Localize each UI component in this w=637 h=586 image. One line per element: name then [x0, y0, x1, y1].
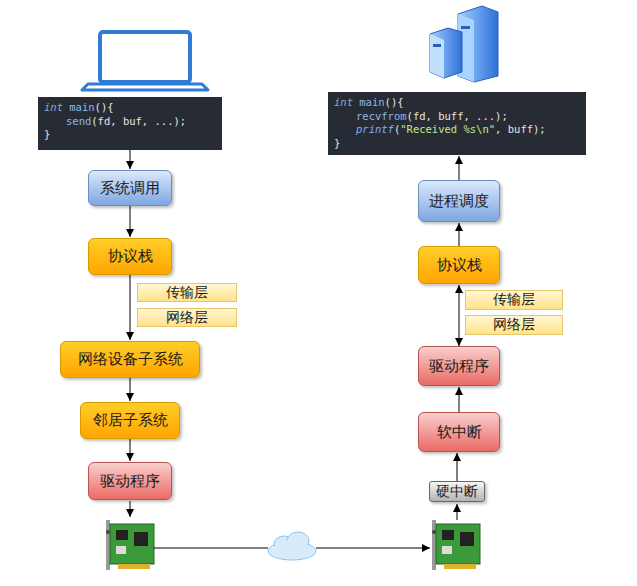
box-label: 驱动程序	[429, 357, 489, 376]
server-icon	[430, 28, 462, 78]
code-line: recvfrom(fd, buff, ...);	[334, 110, 580, 124]
layer-label: 网络层	[465, 315, 563, 335]
network-card-icon	[442, 546, 452, 554]
process-box: 网络设备子系统	[60, 341, 200, 378]
server-icon	[430, 6, 498, 82]
box-label: 网络层	[493, 316, 535, 334]
wire	[457, 504, 458, 520]
network-card-icon	[432, 520, 436, 570]
code-line: int main(){	[334, 96, 580, 110]
code-line: }	[334, 137, 580, 151]
code-line: }	[44, 128, 216, 142]
code-line: send(fd, buf, ...);	[44, 115, 216, 129]
box-label: 进程调度	[429, 192, 489, 211]
network-card-icon	[134, 532, 148, 546]
process-box: 驱动程序	[88, 462, 172, 500]
box-label: 邻居子系统	[93, 411, 168, 430]
cloud-icon	[268, 532, 316, 560]
code-line: int main(){	[44, 101, 216, 115]
laptop-icon	[82, 32, 208, 90]
connector-arrow	[130, 439, 131, 461]
server-icon	[430, 34, 444, 78]
network-card-icon	[442, 530, 454, 540]
box-label: 网络设备子系统	[78, 350, 183, 369]
network-card-icon	[106, 520, 110, 570]
laptop-icon	[82, 84, 208, 90]
network-card-icon	[444, 564, 476, 569]
connector-arrow	[457, 453, 458, 481]
connector-arrow	[130, 206, 131, 237]
wire	[130, 501, 131, 517]
box-label: 传输层	[166, 284, 208, 302]
box-label: 软中断	[437, 423, 482, 442]
wire	[154, 548, 268, 549]
box-label: 协议栈	[437, 256, 482, 275]
process-box: 进程调度	[418, 180, 500, 222]
code-line: printf("Received %s\n", buff);	[334, 123, 580, 137]
box-label: 网络层	[166, 309, 208, 327]
connector-arrow	[130, 275, 131, 340]
laptop-icon	[100, 32, 190, 82]
connector-arrow	[459, 387, 460, 412]
network-card-icon	[106, 520, 154, 570]
process-box: 系统调用	[88, 170, 172, 206]
connector-arrow	[459, 223, 460, 246]
code-block: int main(){recvfrom(fd, buff, ...);print…	[328, 92, 586, 155]
layer-label: 传输层	[137, 283, 237, 302]
network-card-icon	[116, 530, 128, 540]
process-box: 软中断	[418, 412, 500, 452]
connector-arrow	[459, 156, 460, 180]
wire	[316, 548, 430, 549]
process-box: 邻居子系统	[80, 402, 180, 439]
box-label: 驱动程序	[100, 472, 160, 491]
network-card-icon	[118, 564, 150, 569]
connector-arrow	[459, 285, 460, 346]
network-card-icon	[436, 524, 480, 564]
box-label: 传输层	[493, 291, 535, 309]
layer-label: 传输层	[465, 290, 563, 310]
network-card-icon	[116, 546, 126, 554]
box-label: 硬中断	[436, 483, 478, 501]
server-icon	[461, 26, 470, 29]
box-label: 系统调用	[100, 179, 160, 198]
interrupt-box: 硬中断	[429, 481, 485, 502]
layer-label: 网络层	[137, 308, 237, 327]
process-box: 协议栈	[88, 238, 172, 275]
network-card-icon	[106, 530, 110, 534]
connector-arrow	[130, 378, 131, 401]
wire	[130, 501, 457, 548]
process-box: 协议栈	[418, 246, 500, 284]
process-box: 驱动程序	[418, 346, 500, 386]
server-icon	[433, 44, 441, 47]
network-card-icon	[460, 532, 474, 546]
box-label: 协议栈	[108, 247, 153, 266]
connector-arrow	[130, 150, 131, 169]
network-card-icon	[432, 530, 436, 534]
network-card-icon	[110, 524, 154, 564]
code-block: int main(){send(fd, buf, ...);}	[38, 97, 222, 150]
cloud-icon	[276, 540, 304, 552]
server-icon	[458, 6, 498, 82]
network-card-icon	[432, 520, 480, 570]
